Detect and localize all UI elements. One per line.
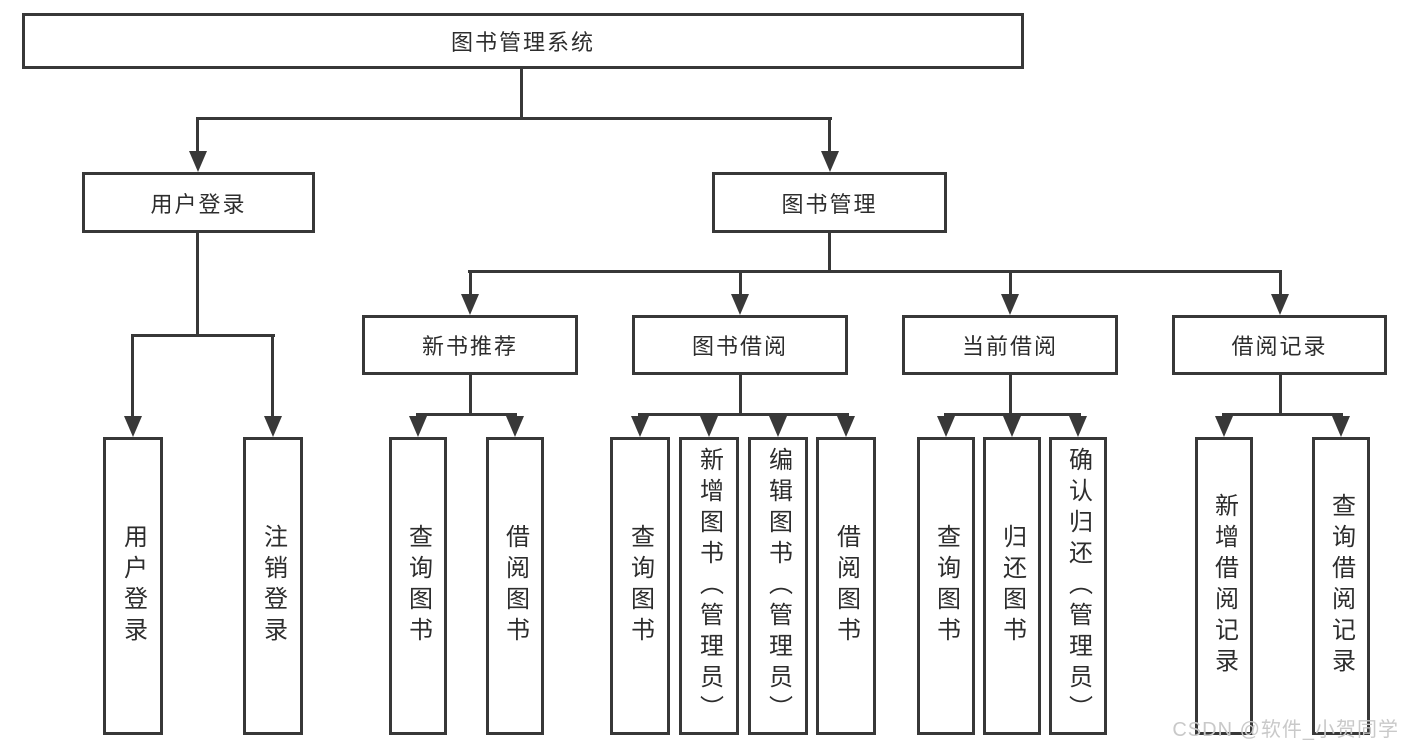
connector-horizontal — [944, 413, 1081, 416]
connector-vertical — [1009, 270, 1012, 297]
node-leaf-borrow-books-1: 借阅图书 — [486, 437, 544, 735]
connector-vertical — [828, 117, 831, 155]
connector-vertical — [196, 233, 199, 337]
connector-vertical — [828, 233, 831, 273]
connector-horizontal — [468, 270, 1282, 273]
node-new-book-recommendation: 新书推荐 — [362, 315, 578, 375]
connector-horizontal — [416, 413, 517, 416]
node-book-borrowing: 图书借阅 — [632, 315, 848, 375]
node-root: 图书管理系统 — [22, 13, 1024, 69]
connector-vertical — [131, 334, 134, 418]
node-leaf-return-books: 归还图书 — [983, 437, 1041, 735]
node-borrowing-records: 借阅记录 — [1172, 315, 1387, 375]
arrowhead-down-icon — [700, 416, 718, 437]
arrowhead-down-icon — [409, 416, 427, 437]
node-current-borrowing: 当前借阅 — [902, 315, 1118, 375]
connector-horizontal — [1222, 413, 1343, 416]
arrowhead-down-icon — [731, 294, 749, 315]
node-leaf-add-books-admin: 新增图书（管理员） — [679, 437, 739, 735]
arrowhead-down-icon — [1332, 416, 1350, 437]
watermark: CSDN @软件_小贺同学 — [1172, 719, 1399, 741]
arrowhead-down-icon — [1003, 416, 1021, 437]
connector-vertical — [739, 375, 742, 416]
arrowhead-down-icon — [1001, 294, 1019, 315]
arrowhead-down-icon — [769, 416, 787, 437]
arrowhead-down-icon — [506, 416, 524, 437]
arrowhead-down-icon — [631, 416, 649, 437]
connector-vertical — [469, 270, 472, 297]
connector-horizontal — [638, 413, 849, 416]
node-leaf-add-borrow-record: 新增借阅记录 — [1195, 437, 1253, 735]
arrowhead-down-icon — [937, 416, 955, 437]
connector-vertical — [1279, 270, 1282, 297]
arrowhead-down-icon — [124, 416, 142, 437]
arrowhead-down-icon — [264, 416, 282, 437]
node-leaf-confirm-return-admin: 确认归还（管理员） — [1049, 437, 1107, 735]
node-leaf-edit-books-admin: 编辑图书（管理员） — [748, 437, 808, 735]
arrowhead-down-icon — [821, 151, 839, 172]
arrowhead-down-icon — [1215, 416, 1233, 437]
connector-vertical — [1279, 375, 1282, 416]
arrowhead-down-icon — [189, 151, 207, 172]
arrowhead-down-icon — [1069, 416, 1087, 437]
arrowhead-down-icon — [1271, 294, 1289, 315]
connector-vertical — [196, 117, 199, 155]
connector-vertical — [739, 270, 742, 297]
node-leaf-query-books-1: 查询图书 — [389, 437, 447, 735]
node-leaf-logout: 注销登录 — [243, 437, 303, 735]
arrowhead-down-icon — [461, 294, 479, 315]
connector-horizontal — [196, 117, 832, 120]
node-leaf-borrow-books-2: 借阅图书 — [816, 437, 876, 735]
node-leaf-query-borrow-record: 查询借阅记录 — [1312, 437, 1370, 735]
node-book-management: 图书管理 — [712, 172, 947, 233]
connector-vertical — [271, 334, 274, 418]
connector-vertical — [520, 69, 523, 119]
node-user-login: 用户登录 — [82, 172, 315, 233]
connector-vertical — [469, 375, 472, 416]
connector-horizontal — [131, 334, 275, 337]
arrowhead-down-icon — [837, 416, 855, 437]
node-leaf-query-books-3: 查询图书 — [917, 437, 975, 735]
connector-vertical — [1009, 375, 1012, 416]
node-leaf-query-books-2: 查询图书 — [610, 437, 670, 735]
node-leaf-user-login: 用户登录 — [103, 437, 163, 735]
